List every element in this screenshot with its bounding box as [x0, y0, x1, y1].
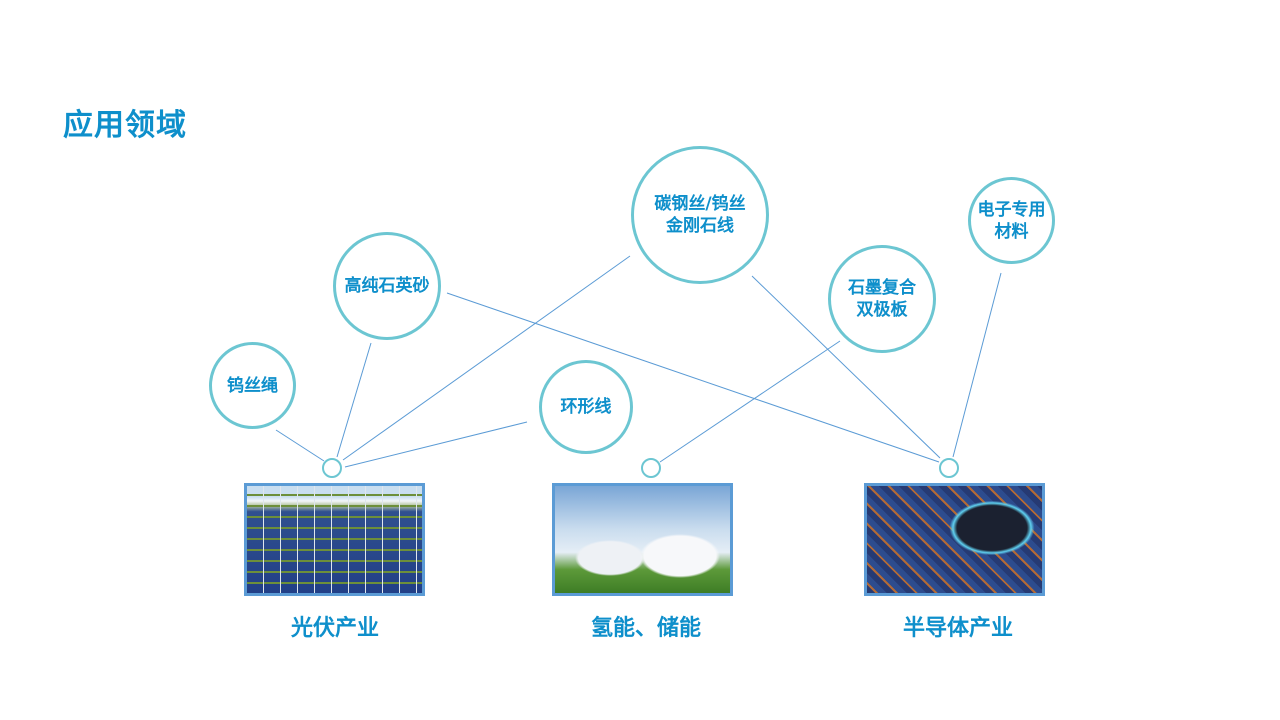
bubble-label: 金刚石线 [666, 216, 734, 236]
connector-line [344, 421, 528, 468]
bubble-quartz-sand: 高纯石英砂 [333, 232, 441, 340]
connector-line [336, 342, 372, 458]
industry-label-solar: 光伏产业 [290, 616, 379, 641]
bubble-diamond-wire: 碳钢丝/钨丝金刚石线 [631, 146, 769, 284]
connector-line [751, 275, 941, 459]
hydrogen-tanks-photo [552, 483, 733, 596]
bubble-label: 材料 [994, 221, 1029, 242]
connector-line [342, 255, 631, 461]
node-solar [322, 458, 342, 478]
connector-line [659, 340, 841, 463]
connector-line [446, 292, 940, 463]
connector-line [275, 429, 325, 462]
bubble-label: 高纯石英砂 [344, 276, 430, 296]
circuit-chip-photo [864, 483, 1045, 596]
bubble-label: 环形线 [560, 397, 612, 417]
bubble-electronic-materials: 电子专用材料 [968, 177, 1055, 264]
bubble-ring-wire: 环形线 [539, 360, 633, 454]
bubble-label: 石墨复合 [848, 278, 916, 298]
page-title: 应用领域 [63, 108, 187, 143]
bubble-label: 碳钢丝/钨丝 [654, 194, 746, 214]
bubble-label: 双极板 [856, 300, 908, 320]
bubble-tungsten-rope: 钨丝绳 [209, 342, 296, 429]
bubble-graphite-plate: 石墨复合双极板 [828, 245, 936, 353]
connector-line [952, 272, 1002, 458]
industry-label-hydrogen: 氢能、储能 [590, 616, 701, 641]
industry-label-semiconductor: 半导体产业 [902, 616, 1013, 641]
node-hydrogen [641, 458, 661, 478]
bubble-label: 电子专用 [977, 199, 1046, 220]
bubble-label: 钨丝绳 [227, 375, 278, 396]
node-semiconductor [939, 458, 959, 478]
solar-farm-photo [244, 483, 425, 596]
